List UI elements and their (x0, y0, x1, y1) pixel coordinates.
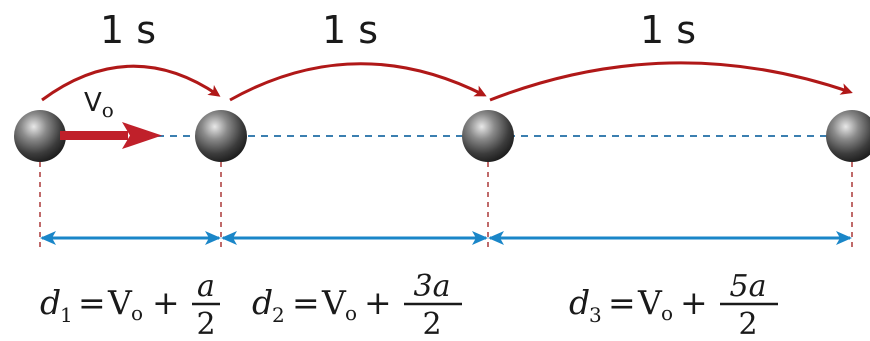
interval-label-2: 1 s (322, 8, 378, 52)
svg-text:1: 1 (60, 303, 73, 327)
ball-0 (14, 110, 66, 162)
interval-arc-3 (489, 61, 853, 102)
svg-text:d: d (252, 283, 273, 322)
ball-1 (195, 110, 247, 162)
svg-text:3a: 3a (414, 269, 451, 304)
svg-text:+: + (152, 283, 180, 322)
svg-text:2: 2 (422, 307, 441, 341)
velocity-label: Vo (84, 88, 114, 122)
svg-text:2: 2 (738, 307, 757, 341)
svg-text:+: + (680, 283, 708, 322)
interval-arc-1 (41, 64, 221, 102)
ball-2 (462, 110, 514, 162)
svg-text:a: a (197, 269, 215, 304)
equation-d3: d 3 = V o + 5a 2 (569, 269, 778, 341)
ball-3 (826, 110, 870, 162)
svg-text:V: V (637, 283, 663, 322)
svg-text:3: 3 (589, 303, 602, 327)
svg-text:+: + (364, 283, 392, 322)
equation-d1: d 1 = V o + a 2 (40, 269, 220, 341)
svg-text:2: 2 (196, 307, 215, 341)
svg-text:V: V (107, 283, 133, 322)
svg-text:o: o (661, 301, 673, 325)
svg-text:5a: 5a (730, 269, 767, 304)
svg-text:2: 2 (272, 303, 285, 327)
svg-text:=: = (78, 283, 106, 322)
equation-d2: d 2 = V o + 3a 2 (252, 269, 462, 341)
svg-text:d: d (569, 283, 590, 322)
svg-text:V: V (321, 283, 347, 322)
interval-label-1: 1 s (100, 8, 156, 52)
interval-label-3: 1 s (640, 8, 696, 52)
svg-text:o: o (345, 301, 357, 325)
velocity-arrow (60, 122, 162, 149)
svg-text:d: d (40, 283, 61, 322)
svg-text:=: = (292, 283, 320, 322)
svg-text:=: = (608, 283, 636, 322)
svg-text:o: o (131, 301, 143, 325)
interval-arc-2 (229, 62, 487, 102)
